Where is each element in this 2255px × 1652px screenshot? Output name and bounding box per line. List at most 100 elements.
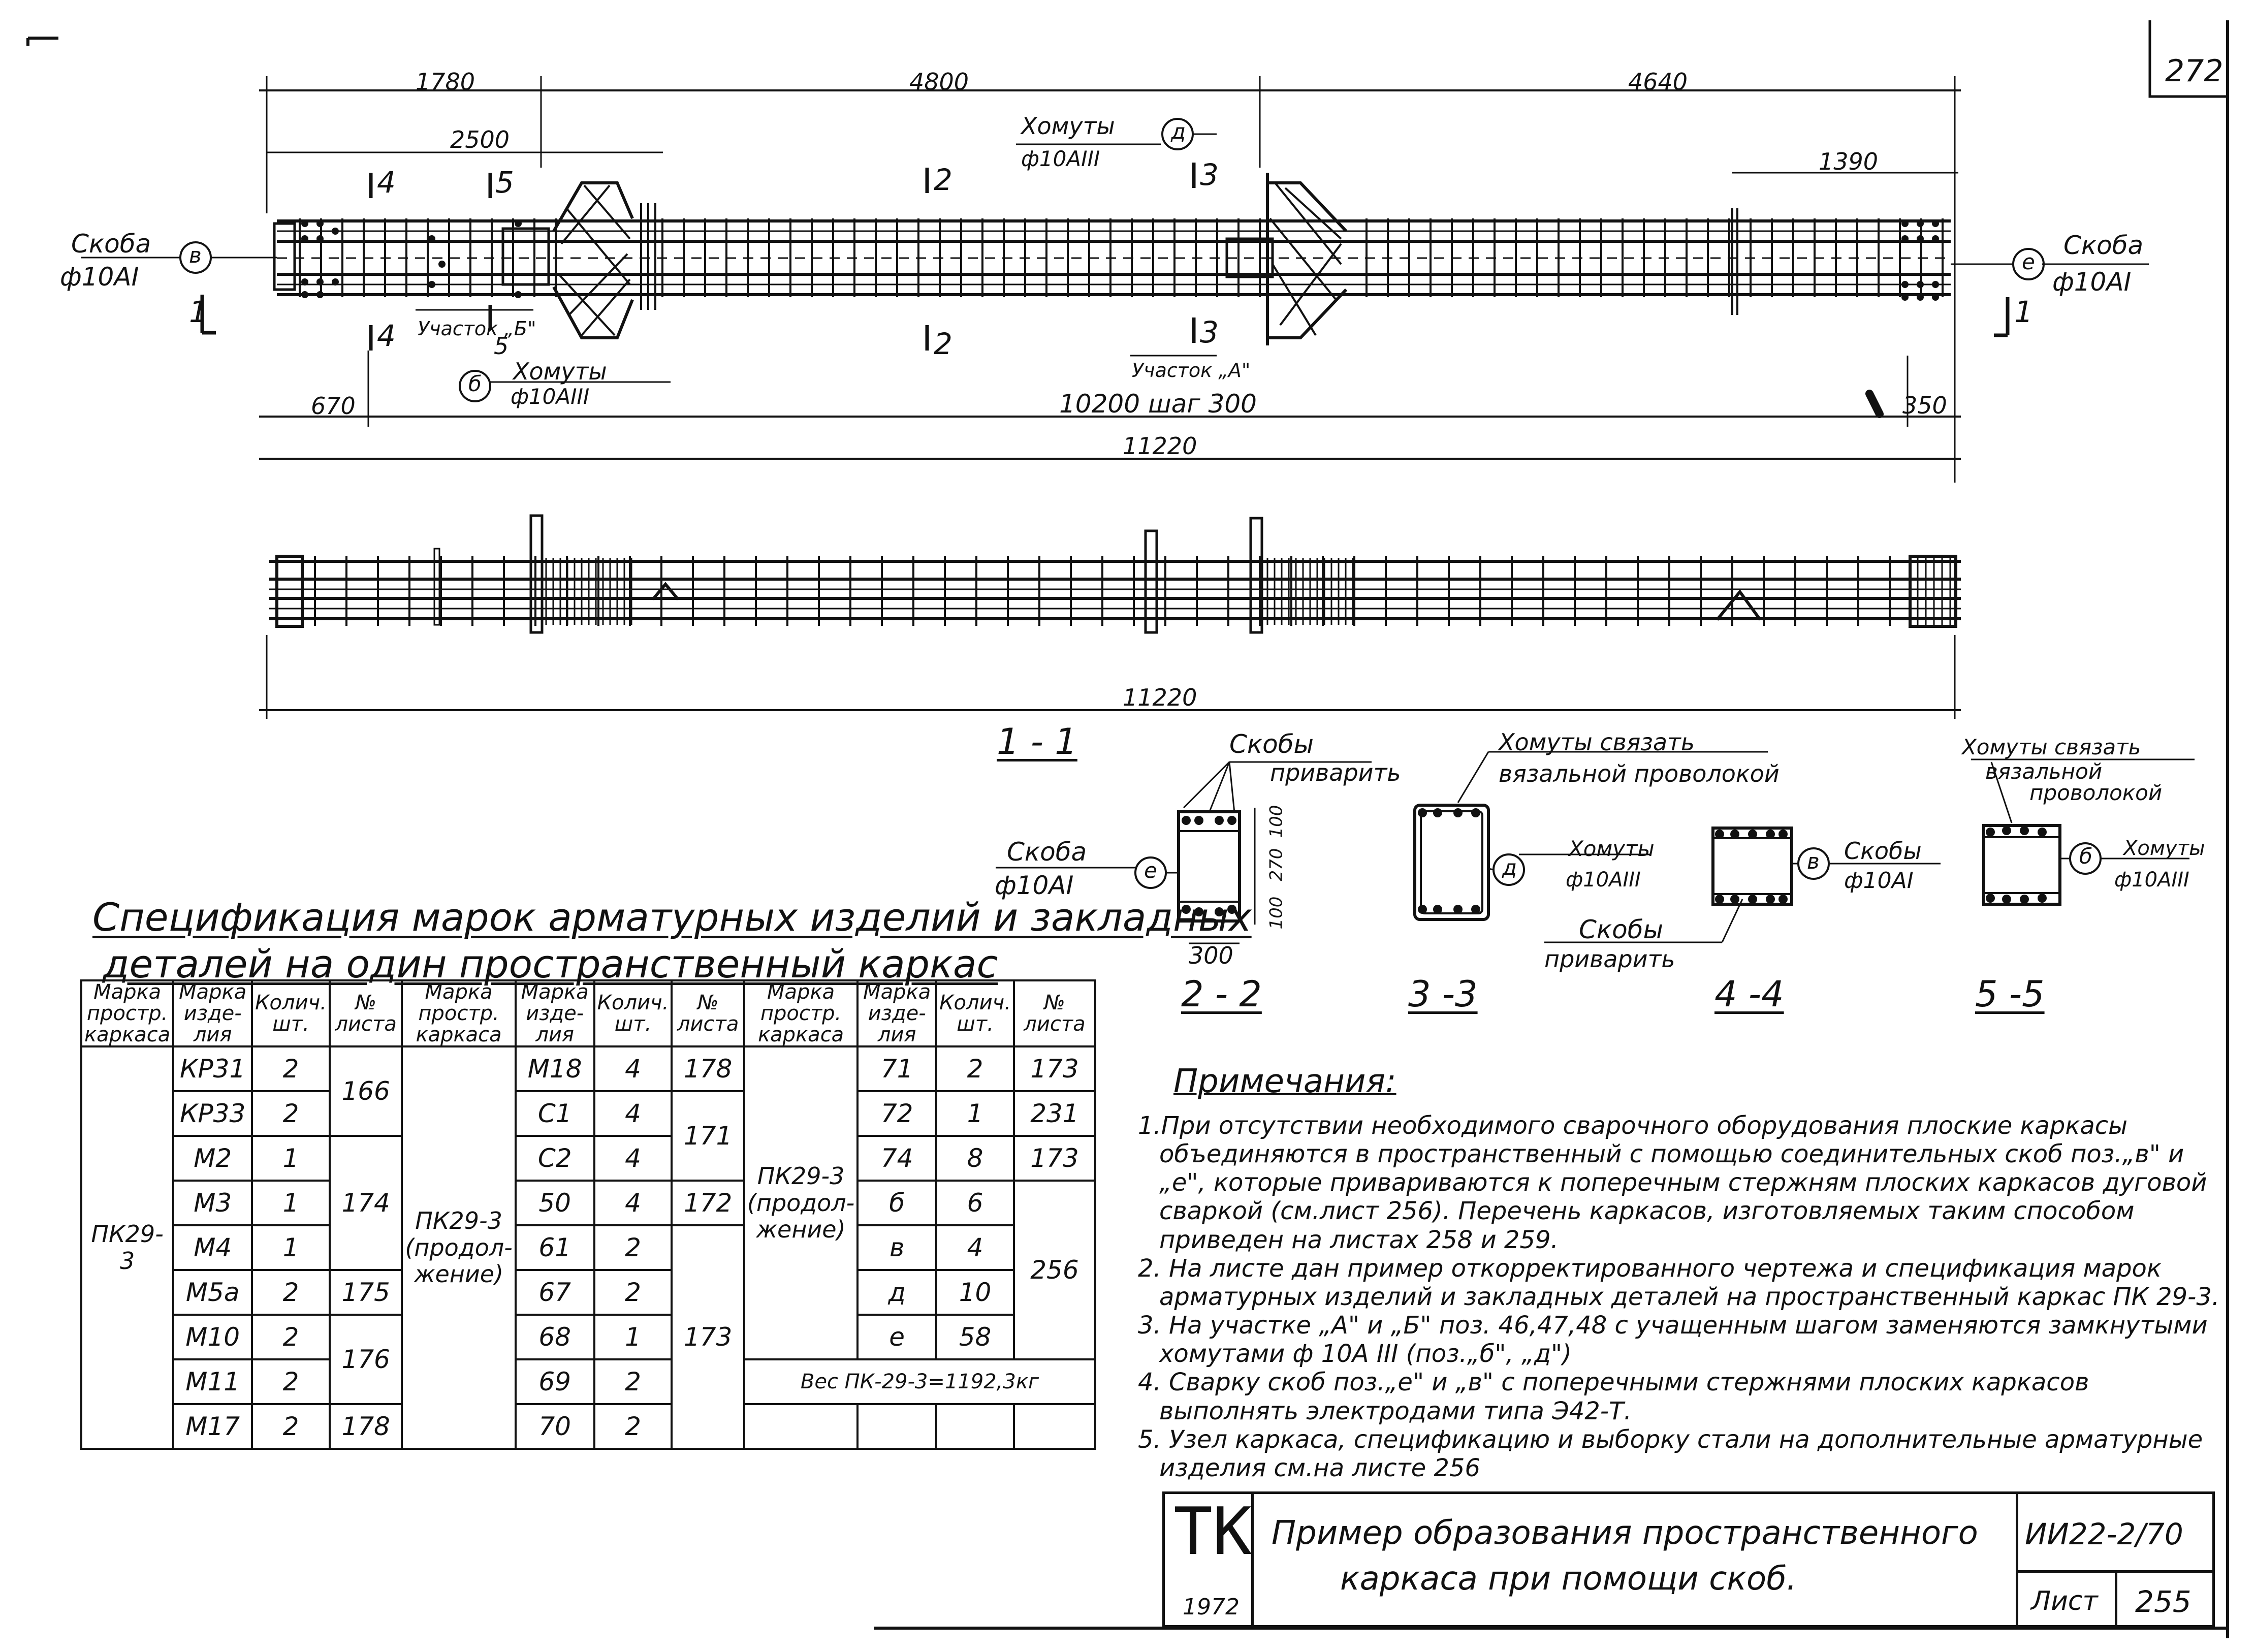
bar-dot <box>428 235 435 242</box>
spec-cell-sheet: 175 <box>328 1269 403 1316</box>
section-mark-5-top: 5 <box>495 165 514 200</box>
spec-cell-mark: М2 <box>172 1135 253 1182</box>
plan-view <box>81 76 2149 483</box>
bar-dot <box>316 220 324 227</box>
label-khomuty-bottom-bar: ф10АIII <box>511 384 590 409</box>
spec-cell-qty: 1 <box>251 1180 331 1226</box>
label-khomuty-top: Хомуты <box>1021 112 1115 140</box>
spec-cell-mark: е <box>856 1314 938 1360</box>
spec-cell-mark: М18 <box>514 1045 595 1092</box>
section-bar-dot <box>2002 826 2011 835</box>
elevation-view <box>259 514 1961 719</box>
spec-cell-mark: М3 <box>172 1180 253 1226</box>
spec-cell-mark: 71 <box>856 1045 938 1092</box>
s22-dim-100b: 100 <box>1266 896 1287 930</box>
spec-table: Марка простр. каркаса Марка изде- лия Ко… <box>80 979 1097 1450</box>
label-skoba-left: Скоба <box>71 229 151 259</box>
spec-cell-mark: М5а <box>172 1269 253 1316</box>
spec-cell-qty: 4 <box>593 1045 673 1092</box>
spec-carcass-3: ПК29-3 (продол- жение) <box>743 1045 859 1360</box>
s55-note-2: вязальной <box>1985 759 2103 784</box>
spec-carcass-2: ПК29-3 (продол- жение) <box>401 1045 517 1450</box>
s22-callout-e: е <box>1144 858 1157 883</box>
bar-dot <box>332 278 339 285</box>
spec-cell-mark: С2 <box>514 1135 595 1182</box>
table-row: М3 1 50 4 172 б 6 256 <box>81 1180 1097 1360</box>
section-title-3-3: 3 -3 <box>1408 973 1478 1015</box>
spec-cell-mark: 70 <box>514 1403 595 1450</box>
dim-4640: 4640 <box>1628 68 1688 96</box>
section-bar-dot <box>1730 895 1739 904</box>
section-bar-dot <box>1778 830 1788 839</box>
spec-cell-sheet: 178 <box>328 1403 403 1450</box>
dim-350: 350 <box>1902 392 1947 419</box>
note-item: 4. Сварку скоб поз.„е" и „в" с поперечны… <box>1138 1368 2089 1425</box>
spec-cell-sheet: 174 <box>328 1135 403 1271</box>
section-mark-3-top: 3 <box>1200 157 1219 192</box>
s33-callout-d: д <box>1502 855 1517 880</box>
s22-skoby: Скобы <box>1229 729 1314 759</box>
spec-cell-sheet: 171 <box>671 1090 745 1182</box>
bar-dot <box>1917 281 1924 288</box>
section-bar-dot <box>1182 816 1191 825</box>
bar-dot <box>428 281 435 288</box>
bar-dot <box>515 291 522 298</box>
s22-dim-300: 300 <box>1189 942 1233 969</box>
section-bar-dot <box>1215 816 1224 825</box>
spec-cell-mark: б <box>856 1180 938 1226</box>
spec-cell-sheet: 173 <box>1012 1135 1097 1182</box>
s44-privarit: приварить <box>1544 945 1675 973</box>
section-bar-dot <box>2002 895 2011 904</box>
s55-label: Хомуты <box>2123 837 2205 860</box>
spec-cell-qty: 1 <box>251 1224 331 1271</box>
s44-label: Скобы <box>1844 837 1922 865</box>
label-skoba-right-bar: ф10АI <box>2052 267 2132 297</box>
table-row: ПК29-3 КР31 2 166 ПК29-3 (продол- жение)… <box>80 1045 1097 1450</box>
callout-e-right: е <box>2022 249 2035 274</box>
bar-dot <box>438 261 446 268</box>
bar-dot <box>301 235 308 242</box>
table-row: М4 1 61 2 173 в 4 <box>81 1224 1095 1450</box>
section-bar-dot <box>1433 905 1442 914</box>
spec-cell-qty: 8 <box>935 1135 1015 1182</box>
section-bar-dot <box>1471 808 1480 817</box>
spec-header-carcass: Марка простр. каркаса <box>80 979 175 1047</box>
section-bar-dot <box>2038 828 2047 837</box>
s55-label-bar: ф10АIII <box>2114 868 2189 892</box>
label-khomuty-top-bar: ф10АIII <box>1021 146 1100 171</box>
section-bar-dot <box>1215 907 1224 916</box>
s44-label-bar: ф10АI <box>1844 868 1914 894</box>
spec-weight: Вес ПК-29-3=1192,3кг <box>743 1358 1097 1405</box>
callout-v-left: в <box>189 243 202 268</box>
spec-cell-qty: 2 <box>593 1269 673 1316</box>
bar-dot <box>1917 294 1924 301</box>
bar-dot <box>1932 235 1939 242</box>
spec-cell-sheet: 173 <box>671 1224 745 1450</box>
spec-header-mark: Марка изде- лия <box>856 979 938 1047</box>
notes-block: Примечания: 1.При отсутствии необходимог… <box>1138 1063 2220 1482</box>
spec-empty-cell <box>743 1403 859 1450</box>
dim-670: 670 <box>311 392 356 420</box>
stamp-list-label: Лист <box>2031 1586 2098 1616</box>
s33-label-bar: ф10АIII <box>1566 868 1641 892</box>
section-bar-dot <box>1194 816 1203 825</box>
section-bar-dot <box>1715 895 1724 904</box>
spec-empty-cell <box>856 1403 938 1450</box>
dim-1780: 1780 <box>416 68 475 96</box>
section-bar-dot <box>1227 905 1236 914</box>
spec-cell-qty: 6 <box>935 1180 1015 1226</box>
section-mark-2-top: 2 <box>934 163 952 197</box>
bar-dot <box>515 220 522 227</box>
spec-cell-mark: М17 <box>172 1403 253 1450</box>
section-bar-dot <box>1748 830 1757 839</box>
spec-cell-mark: КР33 <box>172 1090 253 1137</box>
stamp-logo: ТК <box>1173 1494 1252 1570</box>
spec-title: Спецификация марок арматурных изделий и … <box>92 898 1252 983</box>
spec-cell-mark: д <box>856 1269 938 1316</box>
dim-4800: 4800 <box>909 68 969 96</box>
spec-header-sheet: № листа <box>328 979 403 1047</box>
section-bar-dot <box>1778 895 1788 904</box>
dim-total-elevation: 11220 <box>1123 684 1197 711</box>
section-bar-dot <box>2020 826 2029 835</box>
spec-cell-qty: 2 <box>251 1269 331 1316</box>
